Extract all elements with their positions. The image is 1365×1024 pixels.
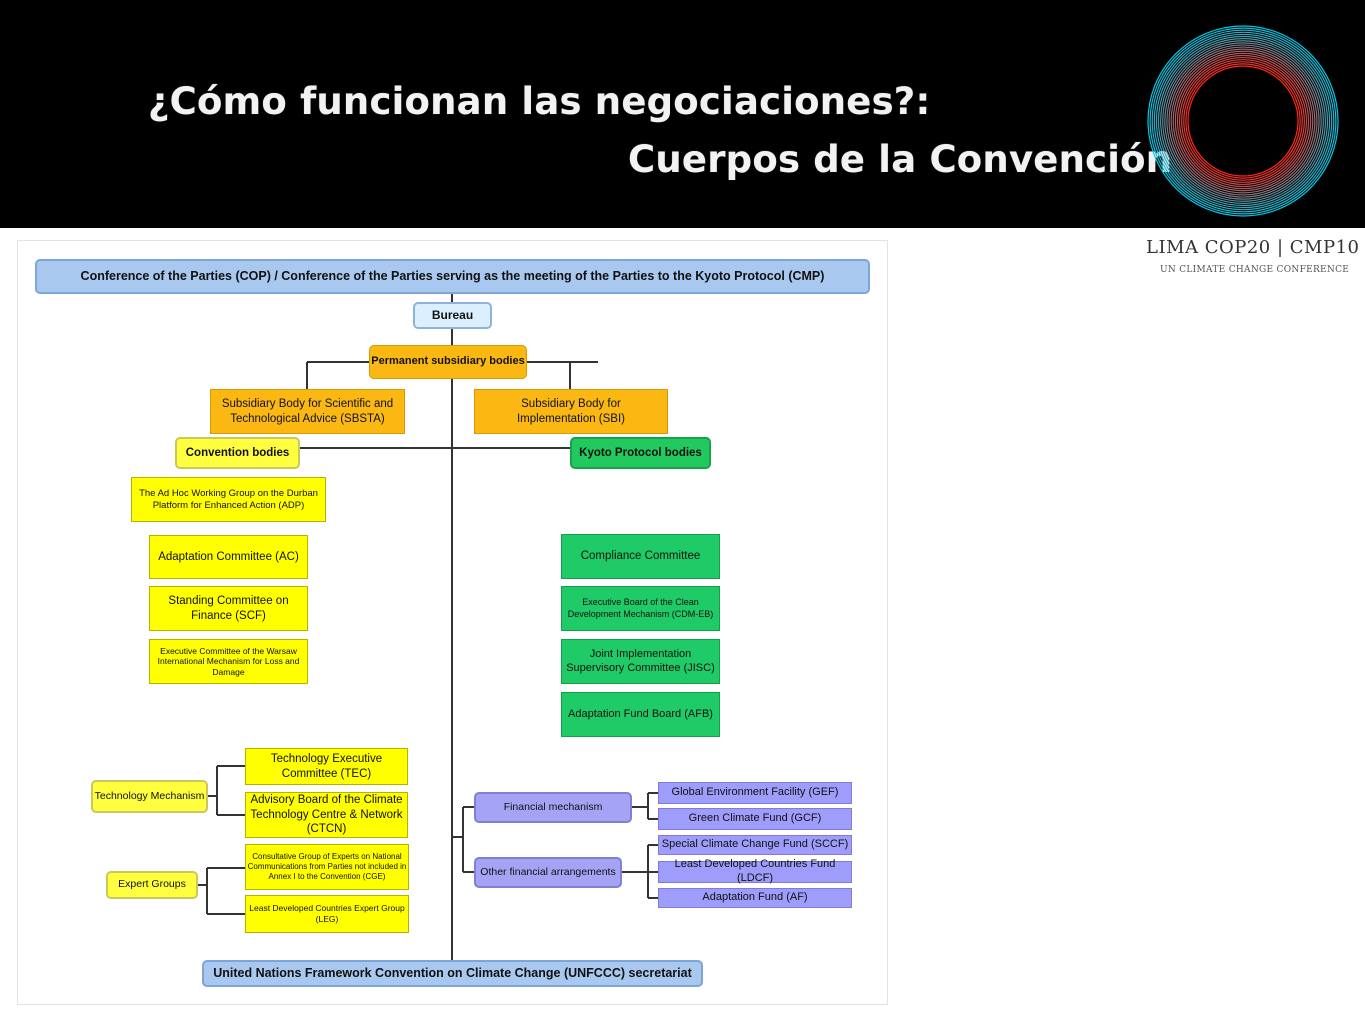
convention-bodies-box: Convention bodies (175, 437, 300, 469)
standing-committee-finance-box: Standing Committee on Finance (SCF) (149, 586, 308, 631)
technology-mechanism-box: Technology Mechanism (91, 780, 208, 813)
jisc-box: Joint Implementation Supervisory Committ… (561, 639, 720, 684)
cop20-ring-logo (1147, 25, 1339, 217)
adaptation-fund-board-box: Adaptation Fund Board (AFB) (561, 692, 720, 737)
slide-title: ¿Cómo funcionan las negociaciones?: (148, 80, 931, 123)
leg-box: Least Developed Countries Expert Group (… (245, 895, 409, 933)
tec-box: Technology Executive Committee (TEC) (245, 748, 408, 785)
kyoto-protocol-bodies-box: Kyoto Protocol bodies (570, 437, 711, 469)
cop-cmp-box: Conference of the Parties (COP) / Confer… (35, 259, 870, 294)
permanent-subsidiary-bodies-box: Permanent subsidiary bodies (369, 345, 527, 379)
adaptation-fund-box: Adaptation Fund (AF) (658, 888, 852, 908)
expert-groups-box: Expert Groups (106, 871, 198, 899)
warsaw-mechanism-box: Executive Committee of the Warsaw Intern… (149, 639, 308, 684)
other-financial-arrangements-box: Other financial arrangements (474, 857, 622, 888)
financial-mechanism-box: Financial mechanism (474, 792, 632, 823)
gef-box: Global Environment Facility (GEF) (658, 782, 852, 804)
cge-box: Consultative Group of Experts on Nationa… (245, 844, 409, 890)
compliance-committee-box: Compliance Committee (561, 534, 720, 579)
slide-header: ¿Cómo funcionan las negociaciones?: Cuer… (0, 0, 1365, 228)
unfccc-secretariat-box: United Nations Framework Convention on C… (202, 960, 703, 987)
slide-subtitle: Cuerpos de la Convención (628, 138, 1173, 181)
sbsta-box: Subsidiary Body for Scientific and Techn… (210, 389, 405, 434)
connector-lines (197, 293, 658, 961)
adaptation-committee-box: Adaptation Committee (AC) (149, 535, 308, 579)
brand-title: LIMA COP20 | CMP10 (1146, 237, 1360, 258)
cdm-eb-box: Executive Board of the Clean Development… (561, 586, 720, 631)
org-chart: Conference of the Parties (COP) / Confer… (17, 240, 888, 1005)
gcf-box: Green Climate Fund (GCF) (658, 808, 852, 830)
bureau-box: Bureau (413, 302, 492, 329)
ldcf-box: Least Developed Countries Fund (LDCF) (658, 858, 852, 884)
brand-subtitle: UN CLIMATE CHANGE CONFERENCE (1160, 265, 1350, 275)
adp-box: The Ad Hoc Working Group on the Durban P… (131, 477, 326, 522)
sccf-box: Special Climate Change Fund (SCCF) (658, 835, 852, 855)
ctcn-box: Advisory Board of the Climate Technology… (245, 792, 408, 838)
sbi-box: Subsidiary Body for Implementation (SBI) (474, 389, 668, 434)
